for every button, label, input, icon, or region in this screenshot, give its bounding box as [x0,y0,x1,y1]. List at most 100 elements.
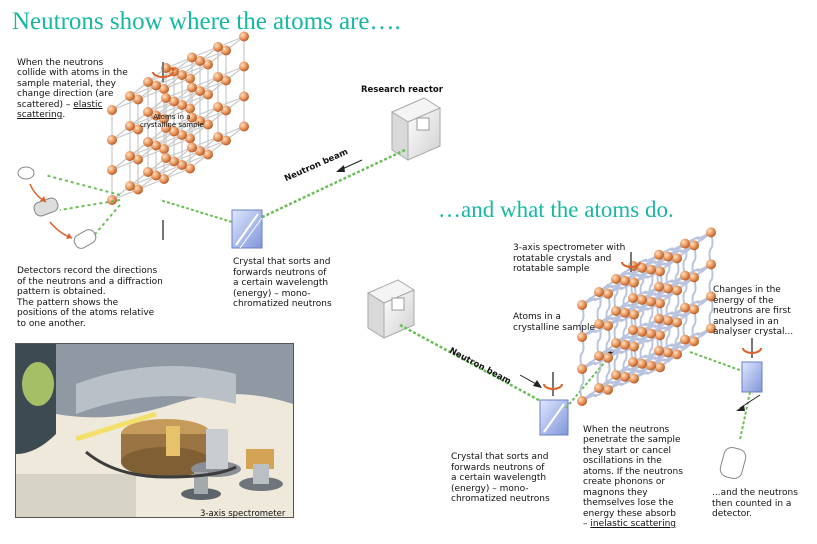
lattice-bond [633,364,652,380]
right-analyser-crystal [689,338,763,393]
lattice-bond [684,263,712,277]
lattice-bond [607,376,626,391]
atom [611,274,621,284]
lattice-bond [615,361,634,376]
atom [689,240,699,251]
collide-note-text: When the neutrons collide with atoms in … [17,57,128,110]
left-reactor-label: Research reactor [361,85,443,95]
atom [654,313,664,324]
atom [143,137,153,147]
atom [159,114,169,124]
collide-note: When the neutrons collide with atoms in … [17,47,128,121]
lattice-bond [708,232,714,265]
atom [611,306,621,316]
atom [239,31,249,42]
atom [187,52,197,63]
atom [689,336,699,347]
spectrometer-illustration [16,344,293,517]
right-detector [719,391,761,480]
atom [655,330,665,341]
atom [620,307,630,318]
atom [594,319,604,329]
atom [125,121,135,131]
atom [221,45,231,56]
lattice-bond [667,306,686,322]
atom [239,121,249,132]
atom [169,156,179,167]
atom [654,249,664,260]
lattice-bond [598,310,617,325]
left-detectors [17,166,97,249]
lattice-bond [598,342,617,357]
left-monochromator-crystal [231,209,263,249]
atom [185,163,195,174]
atom [213,42,223,52]
lattice-bond [641,286,660,301]
lattice-bond [613,342,619,376]
atom [672,317,682,328]
atom [680,334,690,345]
lattice-bond [615,362,643,376]
atom [203,59,213,70]
lattice-bond [581,323,600,338]
atom [620,275,630,286]
atom [629,309,639,320]
right-rotation-icon [621,252,641,272]
changes-note: Changes in the energy of the neutrons ar… [713,285,794,337]
atom [107,195,117,205]
atom [628,293,638,303]
detectors-note: Detectors record the directions of the n… [17,266,163,329]
atom [161,123,171,133]
atom [195,146,205,156]
atom [143,77,153,87]
atom [107,165,117,175]
lattice-bond [708,296,714,329]
lattice-bond [641,350,660,365]
penetrate-note-text: When the neutrons penetrate the sample t… [583,424,683,530]
left-reactor [390,97,442,161]
atom [203,149,213,160]
atom [125,91,135,101]
lattice-bond [693,327,712,343]
atom [177,100,187,110]
atom [133,94,143,105]
atom [672,253,682,264]
lattice-bond [633,366,661,380]
atom [213,132,223,142]
atom [239,61,249,72]
atom [159,174,169,184]
lattice-bond [658,274,686,288]
right-crystal-note: Crystal that sorts and forwards neutrons… [451,452,550,504]
collide-note-end: . [62,110,66,120]
atom [221,75,231,86]
lattice-bond [581,291,600,306]
lattice-bond [708,264,714,297]
atom [185,103,195,114]
atom [577,300,587,310]
lattice-bond [693,231,712,247]
left-crystal-note: Crystal that sorts and forwards neutrons… [233,257,332,309]
atom [177,160,187,170]
lattice-bond [598,375,626,389]
atom [680,302,690,313]
atom [169,126,179,137]
atom [177,70,187,80]
lattice-bond [581,388,609,402]
atom [239,91,249,102]
atom [577,364,587,374]
left-lattice [107,31,249,205]
lattice-bond [615,265,634,280]
atom [672,285,682,296]
lattice-bond [579,336,585,370]
atom [706,227,716,238]
lattice-bond [658,242,686,256]
lattice-bond [658,338,686,352]
atom [221,135,231,146]
lattice-bond [613,310,619,344]
atom [663,315,673,326]
atom [629,341,639,352]
atom [195,56,205,66]
atom [637,262,647,273]
atom [655,362,665,373]
atom [654,281,664,292]
